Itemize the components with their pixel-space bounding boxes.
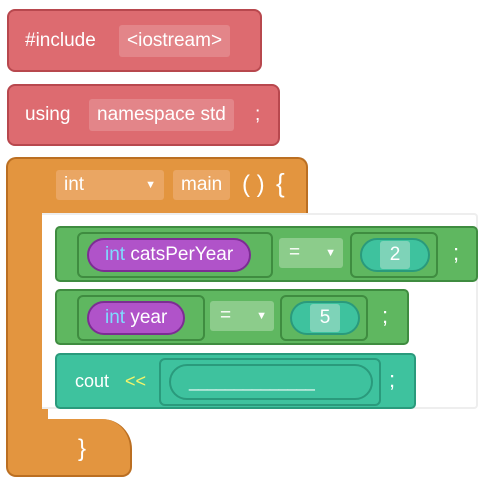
function-parens: ( ) xyxy=(242,171,265,198)
operator-value: = xyxy=(220,305,232,326)
include-keyword: #include xyxy=(25,30,96,51)
number-block[interactable]: 2 xyxy=(360,238,430,272)
declaration-statement[interactable]: int year = ▼ 5 ; xyxy=(55,289,409,345)
operator-dropdown[interactable]: = ▼ xyxy=(210,301,274,331)
variable-name: year xyxy=(130,307,168,328)
output-socket: ______________ xyxy=(159,358,381,406)
cout-semicolon: ; xyxy=(389,367,396,392)
dropdown-caret-icon: ▼ xyxy=(256,310,267,322)
output-placeholder: ______________ xyxy=(189,372,315,391)
using-semicolon: ; xyxy=(255,104,261,125)
number-block[interactable]: 5 xyxy=(290,301,360,335)
variable-pill[interactable]: int catsPerYear xyxy=(87,238,252,272)
declaration-statement[interactable]: int catsPerYear = ▼ 2 ; xyxy=(55,226,478,282)
include-header-field[interactable]: <iostream> xyxy=(119,25,231,57)
stream-operator: << xyxy=(125,371,147,391)
cout-keyword: cout xyxy=(75,371,110,391)
namespace-field[interactable]: namespace std xyxy=(89,99,234,131)
return-type-value: int xyxy=(64,174,85,195)
cout-statement[interactable]: cout << ______________ ; xyxy=(55,353,416,409)
variable-name: catsPerYear xyxy=(130,244,234,265)
close-brace: } xyxy=(78,435,87,462)
main-spine xyxy=(6,207,48,437)
open-brace: { xyxy=(276,168,285,198)
function-name-field[interactable]: main xyxy=(173,170,231,200)
include-block[interactable]: #include <iostream> xyxy=(7,9,262,72)
value-socket: 5 xyxy=(280,295,368,341)
main-footer-bar xyxy=(6,419,132,477)
dropdown-caret-icon: ▼ xyxy=(145,179,156,191)
operator-dropdown[interactable]: = ▼ xyxy=(279,238,343,268)
number-value[interactable]: 5 xyxy=(310,304,340,332)
type-keyword: int xyxy=(105,244,126,265)
variable-pill[interactable]: int year xyxy=(87,301,186,335)
using-block[interactable]: using namespace std ; xyxy=(7,84,280,146)
type-keyword: int xyxy=(105,307,126,328)
operator-value: = xyxy=(289,242,301,263)
statement-semicolon: ; xyxy=(453,240,460,265)
number-value[interactable]: 2 xyxy=(380,241,410,269)
function-name-value: main xyxy=(181,174,223,195)
using-keyword: using xyxy=(25,104,71,125)
statement-semicolon: ; xyxy=(382,303,389,328)
variable-socket: int year xyxy=(77,295,205,341)
output-slot[interactable]: ______________ xyxy=(169,364,373,400)
variable-socket: int catsPerYear xyxy=(77,232,273,278)
return-type-dropdown[interactable]: int ▼ xyxy=(56,170,164,200)
dropdown-caret-icon: ▼ xyxy=(325,247,336,259)
value-socket: 2 xyxy=(350,232,438,278)
